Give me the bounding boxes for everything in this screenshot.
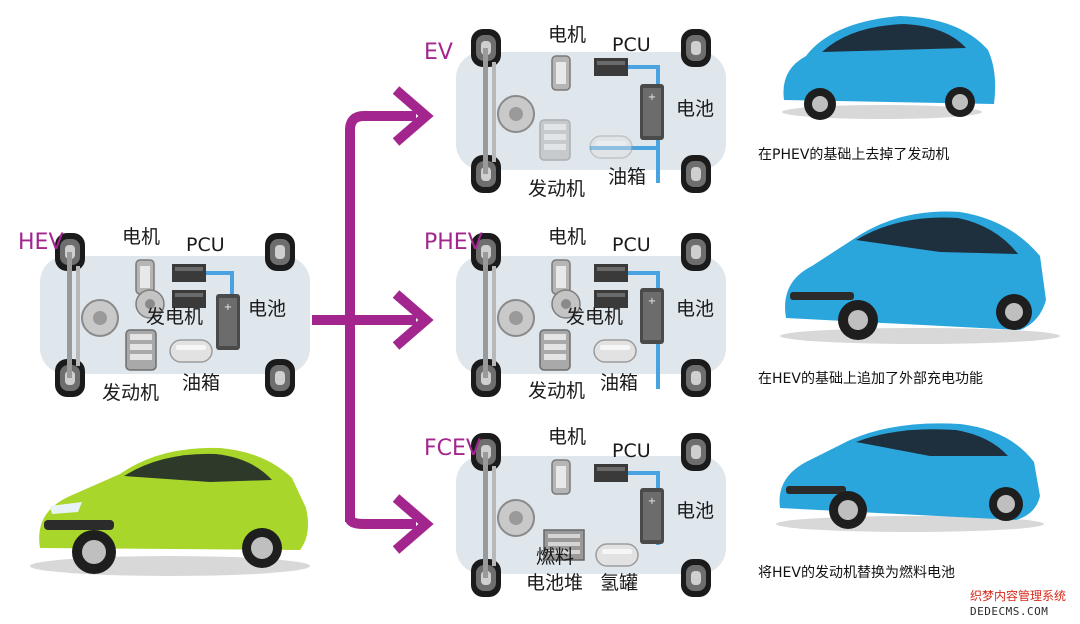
fcev-car-image <box>776 423 1044 532</box>
hev-motor-label: 电机 <box>122 228 160 247</box>
ev-type-label: EV <box>424 42 453 64</box>
hev-car-image <box>30 448 310 576</box>
purple-arrow-connector <box>312 90 426 550</box>
fcev-type-label: FCEV <box>424 438 481 460</box>
watermark-en: DEDECMS.COM <box>970 606 1048 617</box>
ev-motor-label: 电机 <box>548 26 586 45</box>
hev-generator-label: 发电机 <box>146 308 203 327</box>
hev-battery-label: 电池 <box>248 300 286 319</box>
ev-car-image <box>782 16 995 120</box>
watermark-cn: 织梦内容管理系统 <box>970 590 1066 602</box>
ev-battery-label: 电池 <box>676 100 714 119</box>
hev-engine-label: 发动机 <box>102 384 159 403</box>
hev-pcu-label: PCU <box>186 236 225 255</box>
phev-motor-label: 电机 <box>548 228 586 247</box>
fcev-battery-label: 电池 <box>676 502 714 521</box>
phev-car-image <box>780 212 1060 344</box>
hev-type-label: HEV <box>18 232 64 254</box>
fcev-motor-label: 电机 <box>548 428 586 447</box>
fcev-fuel-cell-label-line1: 燃料 <box>536 548 574 567</box>
ev-pcu-label: PCU <box>612 36 651 55</box>
fcev-pcu-label: PCU <box>612 442 651 461</box>
fcev-fuel-cell-label-line2: 电池堆 <box>526 574 583 593</box>
ev-tank-label: 油箱 <box>608 168 646 187</box>
fcev-caption: 将HEV的发动机替换为燃料电池 <box>758 566 955 580</box>
phev-tank-label: 油箱 <box>600 374 638 393</box>
phev-engine-label: 发动机 <box>528 382 585 401</box>
ev-caption: 在PHEV的基础上去掉了发动机 <box>758 148 949 162</box>
phev-caption: 在HEV的基础上追加了外部充电功能 <box>758 372 983 386</box>
ev-engine-label: 发动机 <box>528 180 585 199</box>
hev-tank-label: 油箱 <box>182 374 220 393</box>
phev-pcu-label: PCU <box>612 236 651 255</box>
phev-generator-label: 发电机 <box>566 308 623 327</box>
phev-type-label: PHEV <box>424 232 483 254</box>
fcev-hydrogen-tank-label: 氢罐 <box>600 574 638 593</box>
phev-battery-label: 电池 <box>676 300 714 319</box>
